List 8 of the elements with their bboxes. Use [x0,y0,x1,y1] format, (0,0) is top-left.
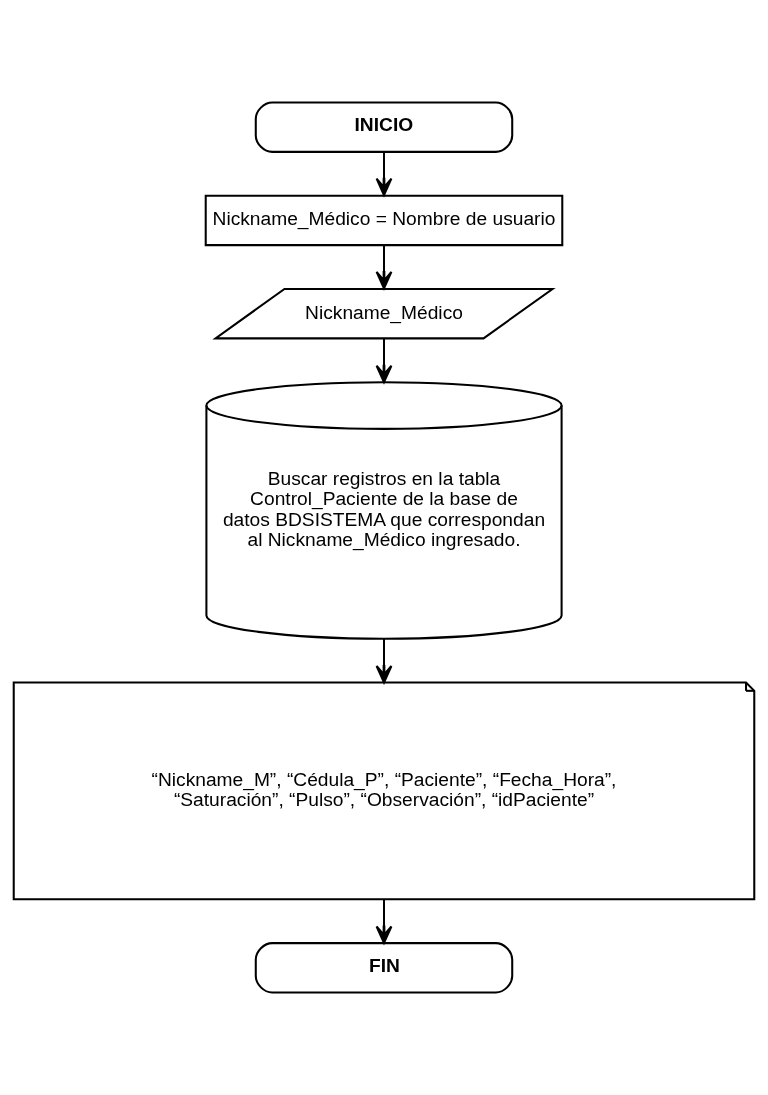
node-box: INICIO [254,101,514,153]
arrow [375,638,393,684]
node-box: Nickname_Médico = Nombre de usuario [204,194,564,247]
arrow [375,245,393,290]
arrow [375,338,393,384]
arrow [375,899,393,944]
arrow [375,152,393,197]
node-box: FIN [254,942,514,994]
